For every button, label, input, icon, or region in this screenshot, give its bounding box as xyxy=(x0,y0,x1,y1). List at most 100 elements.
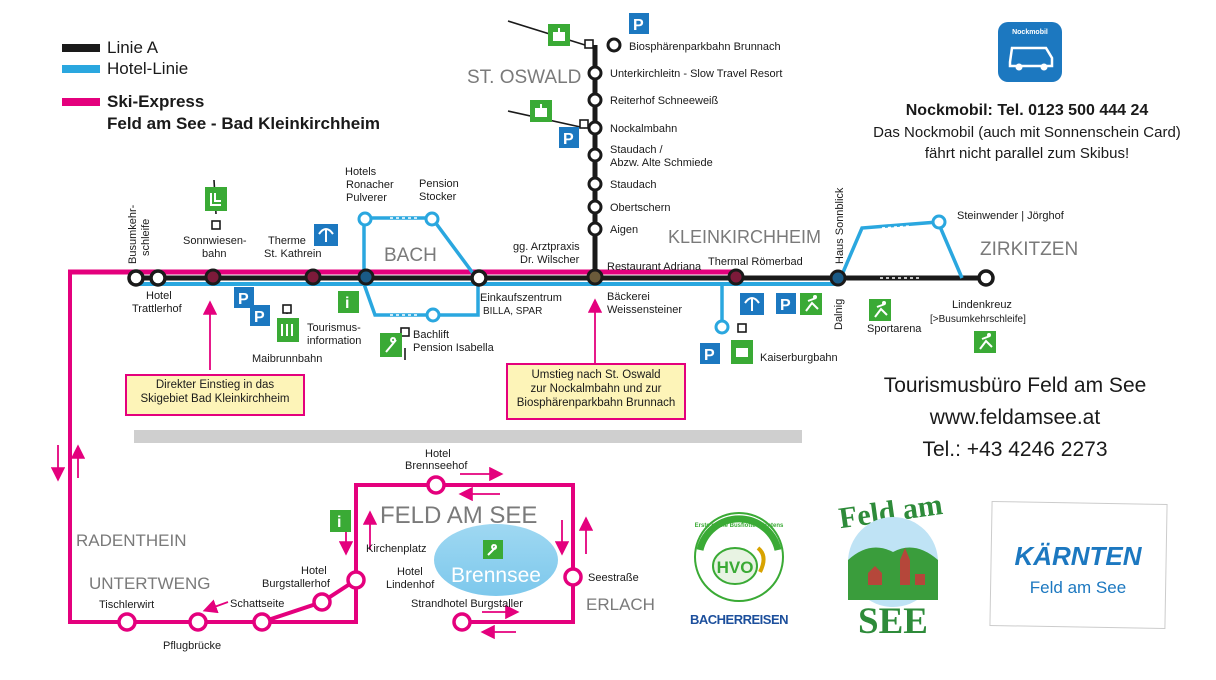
stop-hotel-burgstallerhof[interactable] xyxy=(312,592,332,612)
label-pflugbruecke: Pflugbrücke xyxy=(163,640,221,652)
svg-text:i: i xyxy=(345,295,349,312)
legend-hotel-linie: Hotel-Linie xyxy=(107,59,188,78)
note-umstieg-line1: Umstieg nach St. Oswald xyxy=(531,369,661,381)
nockmobil-line2: fährt nicht parallel zum Skibus! xyxy=(924,145,1130,162)
nockmobil-van-icon: Nockmobil xyxy=(998,22,1062,82)
label-haus-sonnblick: Haus Sonnblick xyxy=(834,187,846,264)
svg-text:P: P xyxy=(563,131,574,148)
label-busumkehrschleife: Busumkehr- xyxy=(127,204,139,264)
stop-obertschern[interactable] xyxy=(587,199,603,215)
label-baeckerei: Bäckerei xyxy=(607,291,650,303)
stop-bachlift[interactable] xyxy=(425,307,441,323)
stop-strandhotel[interactable] xyxy=(452,612,472,632)
hotel-linie-bach-loop-lower xyxy=(362,283,480,317)
stop-staudach[interactable] xyxy=(587,176,603,192)
stop-aigen[interactable] xyxy=(587,221,603,237)
label-einkaufszentrum: Einkaufszentrum xyxy=(480,292,562,304)
svg-text:SEE: SEE xyxy=(858,601,928,642)
region-bach: BACH xyxy=(384,245,437,266)
region-erlach: ERLACH xyxy=(586,595,655,614)
stop-pflugbruecke[interactable] xyxy=(188,612,208,632)
region-radenthein: RADENTHEIN xyxy=(76,531,187,550)
tourism-office-tel[interactable]: Tel.: +43 4246 2273 xyxy=(922,438,1108,461)
stop-schattseite[interactable] xyxy=(252,612,272,632)
label-bachlift-2: Pension Isabella xyxy=(413,342,495,354)
nockmobil-info: Nockmobil: Tel. 0123 500 444 24 Das Nock… xyxy=(842,100,1212,164)
label-pension-stocker: Pension xyxy=(419,178,459,190)
label-unterkirchleitn: Unterkirchleitn - Slow Travel Resort xyxy=(610,68,782,80)
sports-runner-icon xyxy=(800,293,822,315)
label-tourismusinfo-2: information xyxy=(307,335,361,347)
legend-linie-a: Linie A xyxy=(107,38,159,57)
chairlift-icon xyxy=(205,187,227,211)
label-hotel-burgstallerhof-2: Burgstallerhof xyxy=(262,578,331,590)
stop-kaiserburgbahn[interactable] xyxy=(714,319,730,335)
label-bachlift: Bachlift xyxy=(413,329,449,341)
sports-runner-icon xyxy=(974,331,996,353)
tourism-office-name: Tourismusbüro Feld am See xyxy=(883,374,1147,397)
stop-pension-stocker[interactable] xyxy=(424,211,440,227)
hvo-logo: Erste grüne Busflotte Kärntens HVO BACHE… xyxy=(690,512,789,627)
svg-text:P: P xyxy=(633,17,644,34)
sports-runner-icon xyxy=(869,299,891,321)
lake-label: Brennsee xyxy=(451,564,541,587)
route-lines xyxy=(68,45,985,624)
chairlift-icon xyxy=(277,318,299,342)
lake-brennsee: Brennsee xyxy=(434,524,558,596)
stop-tischlerwirt[interactable] xyxy=(117,612,137,632)
label-therme: Therme xyxy=(268,235,306,247)
label-sonnwiesenbahn-2: bahn xyxy=(202,248,226,260)
stop-reiterhof[interactable] xyxy=(587,92,603,108)
stop-sonnwiesenbahn[interactable] xyxy=(204,268,222,286)
label-obertschern: Obertschern xyxy=(610,202,671,214)
stop-hotel-trattlerhof[interactable] xyxy=(149,269,167,287)
direction-arrows xyxy=(50,298,603,640)
region-st-oswald: ST. OSWALD xyxy=(467,67,581,88)
stop-hotels-ronacher[interactable] xyxy=(357,211,373,227)
spa-fountain-icon xyxy=(314,224,338,246)
stop-restaurant-adriana[interactable] xyxy=(586,268,604,286)
label-hotel-trattlerhof: Hotel xyxy=(146,290,172,302)
parking-icon: P xyxy=(700,343,720,364)
stop-kirchenplatz[interactable] xyxy=(346,570,366,590)
stop-staudach-abzw[interactable] xyxy=(587,147,603,163)
region-kleinkirchheim: KLEINKIRCHHEIM xyxy=(668,227,821,247)
legend-swatch-linie-a xyxy=(62,44,100,52)
label-hotel-brennseehof: Hotel xyxy=(425,448,451,460)
stop-steinwender[interactable] xyxy=(931,214,947,230)
label-thermal-roemerbad: Thermal Römerbad xyxy=(708,256,803,268)
label-seestrasse: Seestraße xyxy=(588,572,639,584)
stop-nockalmbahn[interactable] xyxy=(587,120,603,136)
nockmobil-line1: Das Nockmobil (auch mit Sonnenschein Car… xyxy=(873,124,1181,141)
stations xyxy=(117,37,995,632)
stop-biosphaerenparkbahn[interactable] xyxy=(606,37,622,53)
gondola-lift-icon xyxy=(530,100,552,122)
stop-busumkehrschleife[interactable] xyxy=(127,269,145,287)
tourism-office-web[interactable]: www.feldamsee.at xyxy=(929,406,1101,429)
bacher-reisen-logo: BACHERREISEN xyxy=(690,612,788,627)
label-sonnwiesenbahn: Sonnwiesen- xyxy=(183,235,247,247)
stop-hotel-brennseehof[interactable] xyxy=(426,475,446,495)
stop-seestrasse[interactable] xyxy=(563,567,583,587)
stop-lindenkreuz[interactable] xyxy=(977,269,995,287)
note-direkter-einstieg-line1: Direkter Einstieg in das xyxy=(155,379,275,391)
svg-text:Nockmobil: Nockmobil xyxy=(1012,29,1048,36)
legend-swatch-ski-express xyxy=(62,98,100,106)
svg-text:i: i xyxy=(337,514,341,531)
svg-text:Erste grüne Busflotte Kärntens: Erste grüne Busflotte Kärntens xyxy=(695,523,784,529)
stop-thermal-roemerbad[interactable] xyxy=(727,268,745,286)
label-staudach-abzw-2: Abzw. Alte Schmiede xyxy=(610,157,713,169)
stop-therme[interactable] xyxy=(304,268,322,286)
label-kirchenplatz: Kirchenplatz xyxy=(366,543,427,555)
stop-haus-sonnblick[interactable] xyxy=(829,269,847,287)
label-einkaufszentrum-2: BILLA, SPAR xyxy=(483,306,542,317)
label-sportarena: Sportarena xyxy=(867,323,922,335)
spa-fountain-icon xyxy=(740,293,764,315)
stop-unterkirchleitn[interactable] xyxy=(587,65,603,81)
stop-einkaufszentrum[interactable] xyxy=(470,269,488,287)
note-umstieg-line3: Biosphärenparkbahn Brunnach xyxy=(516,397,676,409)
label-aigen: Aigen xyxy=(610,224,638,236)
info-icon: i xyxy=(338,291,359,313)
kaernten-logo: KÄRNTEN Feld am See xyxy=(989,500,1168,630)
stop-bach-west[interactable] xyxy=(357,268,375,286)
